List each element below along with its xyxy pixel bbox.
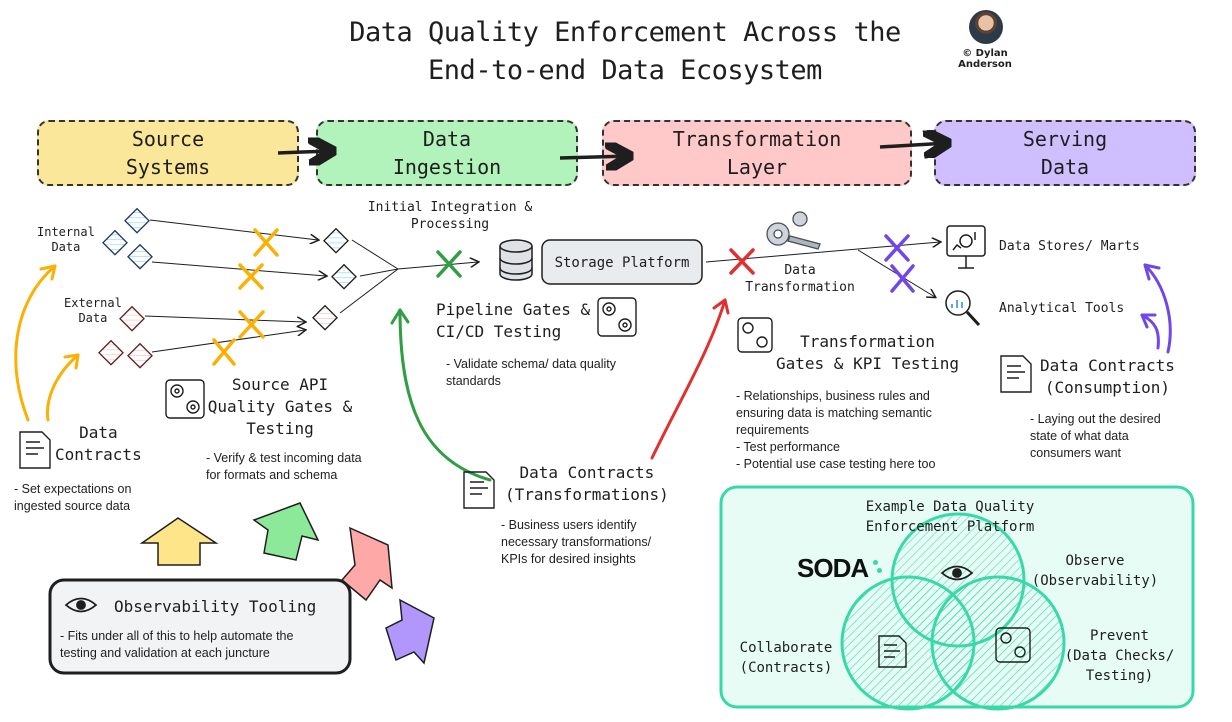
transformation-gates-title: Transformation Gates & KPI Testing xyxy=(776,332,960,373)
author-line-1: © Dylan xyxy=(962,48,1008,59)
page-title: Data Quality Enforcement Across the End-… xyxy=(349,17,901,86)
source-api-title: Source API Quality Gates & Testing xyxy=(207,375,353,438)
consumption-contracts-title: Data Contracts (Consumption) xyxy=(1040,356,1175,397)
internal-data-label: Internal Data xyxy=(37,225,95,254)
document-handshake-icon xyxy=(19,431,51,469)
data-transformation-label: Data Transformation xyxy=(745,263,855,295)
internal-data-diamonds xyxy=(102,207,153,270)
ingestion-diamonds xyxy=(312,227,357,331)
gate-x-marks xyxy=(212,228,279,366)
initial-integration-label: Initial Integration & Processing xyxy=(367,200,533,232)
gear-wrench-icon xyxy=(766,211,821,250)
yellow-contract-arrows xyxy=(14,264,80,422)
storage-platform-label: Storage Platform xyxy=(554,255,690,271)
source-flow-lines xyxy=(144,219,326,353)
purple-contract-arrows xyxy=(1140,263,1172,354)
gears-icon xyxy=(737,317,773,353)
eye-icon xyxy=(64,597,98,613)
serving-x-marks xyxy=(884,234,915,293)
pipeline-gates-title: Pipeline Gates & CI/CD Testing xyxy=(436,300,591,341)
venn-prevent xyxy=(930,575,1066,711)
platform-venn xyxy=(840,512,1066,711)
data-stores-label: Data Stores/ Marts xyxy=(999,239,1140,254)
source-contracts-note: - Set expectations on ingested source da… xyxy=(14,482,132,513)
venn-observe-label: Observe (Observability) xyxy=(1031,553,1159,589)
pipeline-check-x xyxy=(436,250,462,278)
eye-icon xyxy=(940,565,974,581)
yellow-block-arrow xyxy=(139,517,219,566)
transformation-check-x xyxy=(729,248,755,275)
pink-block-arrow xyxy=(340,526,393,602)
database-icon xyxy=(499,239,533,281)
observability-note: - Fits under all of this to help automat… xyxy=(60,629,294,660)
arrow-source-to-ingestion xyxy=(277,151,333,153)
dashboard-icon xyxy=(946,225,986,269)
arrow-transformation-to-serving xyxy=(879,143,948,147)
analytical-tools-label: Analytical Tools xyxy=(999,301,1125,316)
external-data-label: External Data xyxy=(64,296,122,325)
red-contract-arrow xyxy=(650,298,730,460)
magnifier-chart-icon xyxy=(945,290,981,327)
soda-logo-mark xyxy=(873,560,885,578)
green-contract-arrow xyxy=(390,308,492,482)
external-data-diamonds xyxy=(98,305,153,369)
author-line-2: Anderson xyxy=(958,59,1012,70)
document-handshake-icon xyxy=(463,471,495,509)
platform-title: Example Data Quality Enforcement Platfor… xyxy=(865,499,1035,535)
author-avatar xyxy=(969,10,1003,44)
purple-block-arrow xyxy=(385,598,435,665)
document-handshake-icon xyxy=(878,635,907,668)
soda-logo: SODA xyxy=(797,553,869,583)
source-contracts-title: Data Contracts xyxy=(55,423,142,464)
gears-icon xyxy=(995,627,1031,663)
venn-collaborate-label: Collaborate (Contracts) xyxy=(739,640,833,676)
venn-prevent-label: Prevent (Data Checks/ Testing) xyxy=(1064,628,1175,684)
green-block-arrow xyxy=(252,502,320,561)
consumption-contracts-note: - Laying out the desired state of what d… xyxy=(1030,412,1161,460)
stage-source-systems: Source Systems xyxy=(37,120,299,186)
stage-transformation-layer: Transformation Layer xyxy=(602,120,912,186)
gears-icon xyxy=(165,379,205,419)
author-credit: © Dylan Anderson xyxy=(955,48,1015,70)
source-api-note: - Verify & test incoming data for format… xyxy=(206,451,362,482)
arrow-ingestion-to-transformation xyxy=(559,156,630,158)
transformation-gates-note: - Relationships, business rules and ensu… xyxy=(736,389,936,471)
transformation-contracts-title: Data Contracts (Transformations) xyxy=(505,463,669,504)
pipeline-gates-note: - Validate schema/ data quality standard… xyxy=(446,357,617,388)
stage-serving-data: Serving Data xyxy=(934,120,1196,186)
stage-flow-arrows xyxy=(277,143,948,158)
observability-title: Observability Tooling xyxy=(114,597,317,616)
storage-platform-box xyxy=(541,239,703,285)
transformation-contracts-note: - Business users identify necessary tran… xyxy=(501,518,652,566)
document-handshake-icon xyxy=(1000,355,1032,393)
observability-box xyxy=(48,578,352,675)
stage-data-ingestion: Data Ingestion xyxy=(316,120,578,186)
gears-icon xyxy=(597,297,637,337)
